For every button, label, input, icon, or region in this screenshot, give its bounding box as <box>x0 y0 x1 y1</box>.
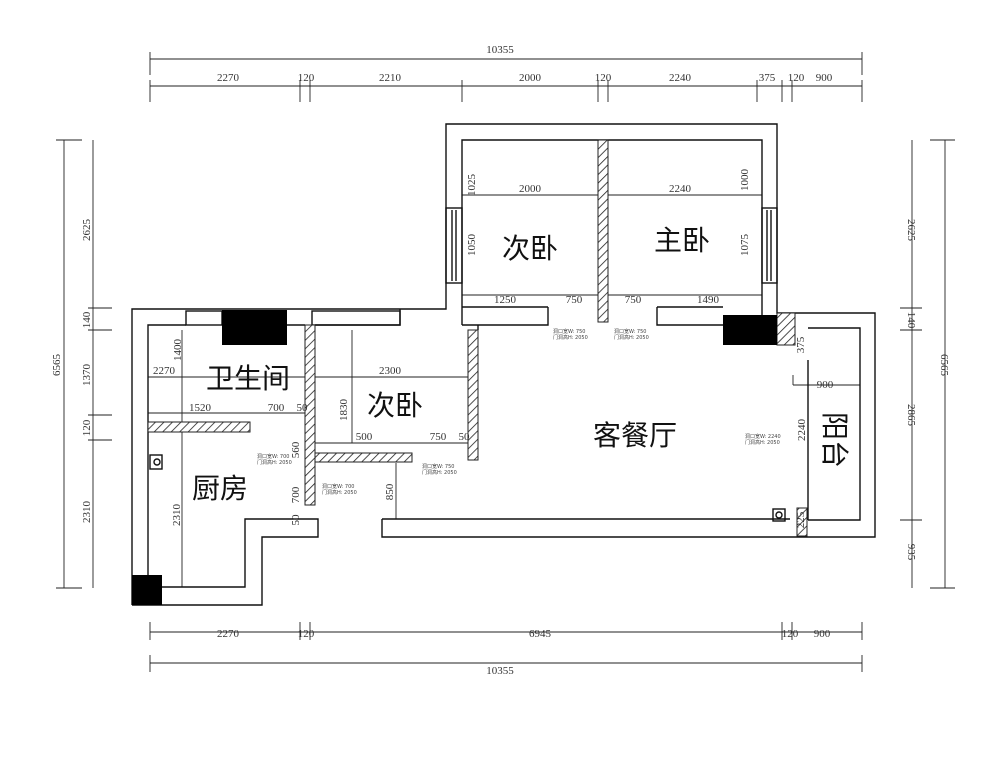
dim-inner: 750 <box>430 431 447 443</box>
dim-top-segment: 2000 <box>519 72 542 84</box>
dim-inner: 700 <box>268 402 285 414</box>
room-label-kitchen: 厨房 <box>192 472 248 505</box>
dim-inner: 1490 <box>697 294 720 306</box>
door-note-width: 洞口宽W: 700 <box>257 453 289 460</box>
dim-inner: 225 <box>795 511 807 528</box>
dim-bottom-segment: 120 <box>782 628 799 640</box>
dim-left-segment: 120 <box>81 419 93 436</box>
dim-inner: 2310 <box>171 504 183 527</box>
dim-bottom-segment: 2270 <box>217 628 240 640</box>
dim-inner: 500 <box>356 431 373 443</box>
room-label-living-dining: 客餐厅 <box>593 419 677 452</box>
dim-left-total: 6565 <box>51 354 63 377</box>
door-note-height: 门洞高H: 2050 <box>322 489 357 496</box>
dim-inner: 2000 <box>519 183 542 195</box>
room-label-master-bedroom: 主卧 <box>654 224 710 257</box>
dim-top-segment: 2210 <box>379 72 402 84</box>
dim-inner: 2270 <box>153 365 176 377</box>
dim-inner: 2240 <box>669 183 692 195</box>
dim-inner: 750 <box>625 294 642 306</box>
dim-right-total: 6565 <box>938 354 950 377</box>
dimension-lines <box>56 52 955 672</box>
door-note-width: 洞口宽W: 750 <box>553 328 585 335</box>
dim-inner: 1830 <box>338 399 350 422</box>
dim-inner: 1000 <box>739 169 751 192</box>
dim-top-segment: 900 <box>816 72 833 84</box>
dim-inner: 1520 <box>189 402 212 414</box>
dim-inner: 375 <box>795 336 807 353</box>
dim-bottom-segment: 900 <box>814 628 831 640</box>
dim-inner: 50 <box>290 514 302 526</box>
walls <box>131 123 876 606</box>
dim-inner: 1400 <box>172 339 184 362</box>
dim-inner: 750 <box>566 294 583 306</box>
dim-top-total: 10355 <box>486 44 514 56</box>
dim-left-segment: 2625 <box>81 219 93 242</box>
dim-left-segment: 140 <box>81 311 93 328</box>
dim-bottom-total: 10355 <box>486 665 514 677</box>
door-note-height: 门洞高H: 2050 <box>553 334 588 341</box>
dim-right-segment: 2865 <box>905 404 917 427</box>
dim-inner: 1075 <box>739 234 751 257</box>
dim-top-segment: 120 <box>788 72 805 84</box>
room-label-bedroom: 次卧 <box>367 389 423 422</box>
dim-inner: 1025 <box>466 174 478 197</box>
dim-left-segment: 1370 <box>81 364 93 387</box>
dim-right-segment: 2625 <box>905 219 917 242</box>
structural-columns <box>132 310 777 605</box>
dim-inner: 2300 <box>379 365 402 377</box>
dim-top-segment: 120 <box>595 72 612 84</box>
door-note-height: 门洞高H: 2050 <box>257 459 292 466</box>
dim-inner: 900 <box>817 379 834 391</box>
room-label-balcony: 阳台 <box>818 412 851 468</box>
dim-inner: 50 <box>297 402 309 414</box>
dim-bottom-segment: 6945 <box>529 628 552 640</box>
hatched-partitions <box>147 139 808 537</box>
dim-bottom-segment: 120 <box>298 628 315 640</box>
dim-inner: 1250 <box>494 294 517 306</box>
door-note-height: 门洞高H: 2050 <box>422 469 457 476</box>
door-note-height: 门洞高H: 2050 <box>614 334 649 341</box>
dim-left-segment: 2310 <box>81 501 93 524</box>
room-label-bedroom: 次卧 <box>502 232 558 265</box>
door-note-width: 洞口宽W: 2240 <box>745 433 781 440</box>
dim-top-segment: 2270 <box>217 72 240 84</box>
dim-inner: 700 <box>290 486 302 503</box>
dim-right-segment: 935 <box>905 544 917 561</box>
dim-inner: 850 <box>384 483 396 500</box>
room-label-bathroom: 卫生间 <box>206 362 290 395</box>
dim-top-segment: 375 <box>759 72 776 84</box>
door-note-height: 门洞高H: 2050 <box>745 439 780 446</box>
dim-inner: 2240 <box>796 419 808 442</box>
door-note-width: 洞口宽W: 700 <box>322 483 354 490</box>
dim-top-segment: 120 <box>298 72 315 84</box>
dim-top-segment: 2240 <box>669 72 692 84</box>
dim-inner: 560 <box>290 441 302 458</box>
dim-inner: 1050 <box>466 234 478 257</box>
door-note-width: 洞口宽W: 750 <box>422 463 454 470</box>
door-note-width: 洞口宽W: 750 <box>614 328 646 335</box>
dim-inner: 50 <box>459 431 471 443</box>
dim-right-segment: 140 <box>905 312 917 329</box>
